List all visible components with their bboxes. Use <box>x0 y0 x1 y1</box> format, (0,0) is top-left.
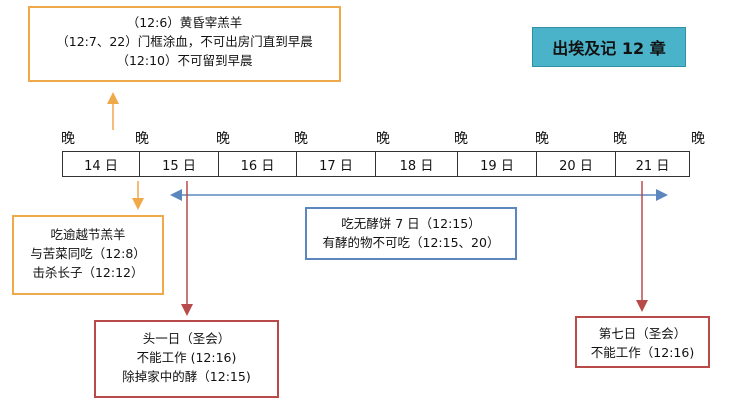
evening-label-1: 晚 <box>61 131 75 147</box>
day-cell-17: 17 日 <box>296 151 376 177</box>
first-day-box: 头一日（圣会） 不能工作 (12:16) 除掉家中的酵（12:15) <box>94 320 279 398</box>
unleavened-bread-box: 吃无酵饼 7 日（12:15） 有酵的物不可吃（12:15、20） <box>305 207 517 260</box>
day-cell-20: 20 日 <box>536 151 616 177</box>
unleavened-line-2: 有酵的物不可吃（12:15、20） <box>322 235 500 250</box>
evening-label-2: 晚 <box>135 131 149 147</box>
first-day-line-3: 除掉家中的酵（12:15) <box>122 369 251 384</box>
passover-eat-line-3: 击杀长子（12:12） <box>32 265 144 280</box>
chapter-title: 出埃及记 12 章 <box>532 27 686 67</box>
passover-prep-box: （12:6）黄昏宰羔羊 （12:7、22）门框涂血，不可出房门直到早晨 （12:… <box>28 6 341 82</box>
evening-label-5: 晚 <box>376 131 390 147</box>
passover-eat-line-1: 吃逾越节羔羊 <box>50 227 126 242</box>
day-cell-18: 18 日 <box>375 151 458 177</box>
day-cell-15: 15 日 <box>139 151 219 177</box>
passover-prep-line-2: （12:7、22）门框涂血，不可出房门直到早晨 <box>56 34 313 49</box>
day-cell-21: 21 日 <box>615 151 690 177</box>
evening-label-6: 晚 <box>454 131 468 147</box>
passover-eat-box: 吃逾越节羔羊 与苦菜同吃（12:8） 击杀长子（12:12） <box>12 215 164 295</box>
evening-label-9: 晚 <box>691 131 705 147</box>
evening-label-7: 晚 <box>535 131 549 147</box>
day-cell-14: 14 日 <box>62 151 140 177</box>
evening-label-3: 晚 <box>216 131 230 147</box>
passover-prep-line-3: （12:10）不可留到早晨 <box>116 53 253 68</box>
unleavened-line-1: 吃无酵饼 7 日（12:15） <box>341 216 481 231</box>
passover-eat-line-2: 与苦菜同吃（12:8） <box>30 246 146 261</box>
first-day-line-1: 头一日（圣会） <box>142 331 231 346</box>
seventh-day-box: 第七日（圣会） 不能工作（12:16) <box>575 316 710 368</box>
seventh-day-line-1: 第七日（圣会） <box>598 326 687 341</box>
evening-label-4: 晚 <box>294 131 308 147</box>
seventh-day-line-2: 不能工作（12:16) <box>590 345 695 360</box>
passover-prep-line-1: （12:6）黄昏宰羔羊 <box>126 15 243 30</box>
day-cell-16: 16 日 <box>218 151 297 177</box>
day-cell-19: 19 日 <box>457 151 537 177</box>
first-day-line-2: 不能工作 (12:16) <box>136 350 237 365</box>
evening-label-8: 晚 <box>613 131 627 147</box>
